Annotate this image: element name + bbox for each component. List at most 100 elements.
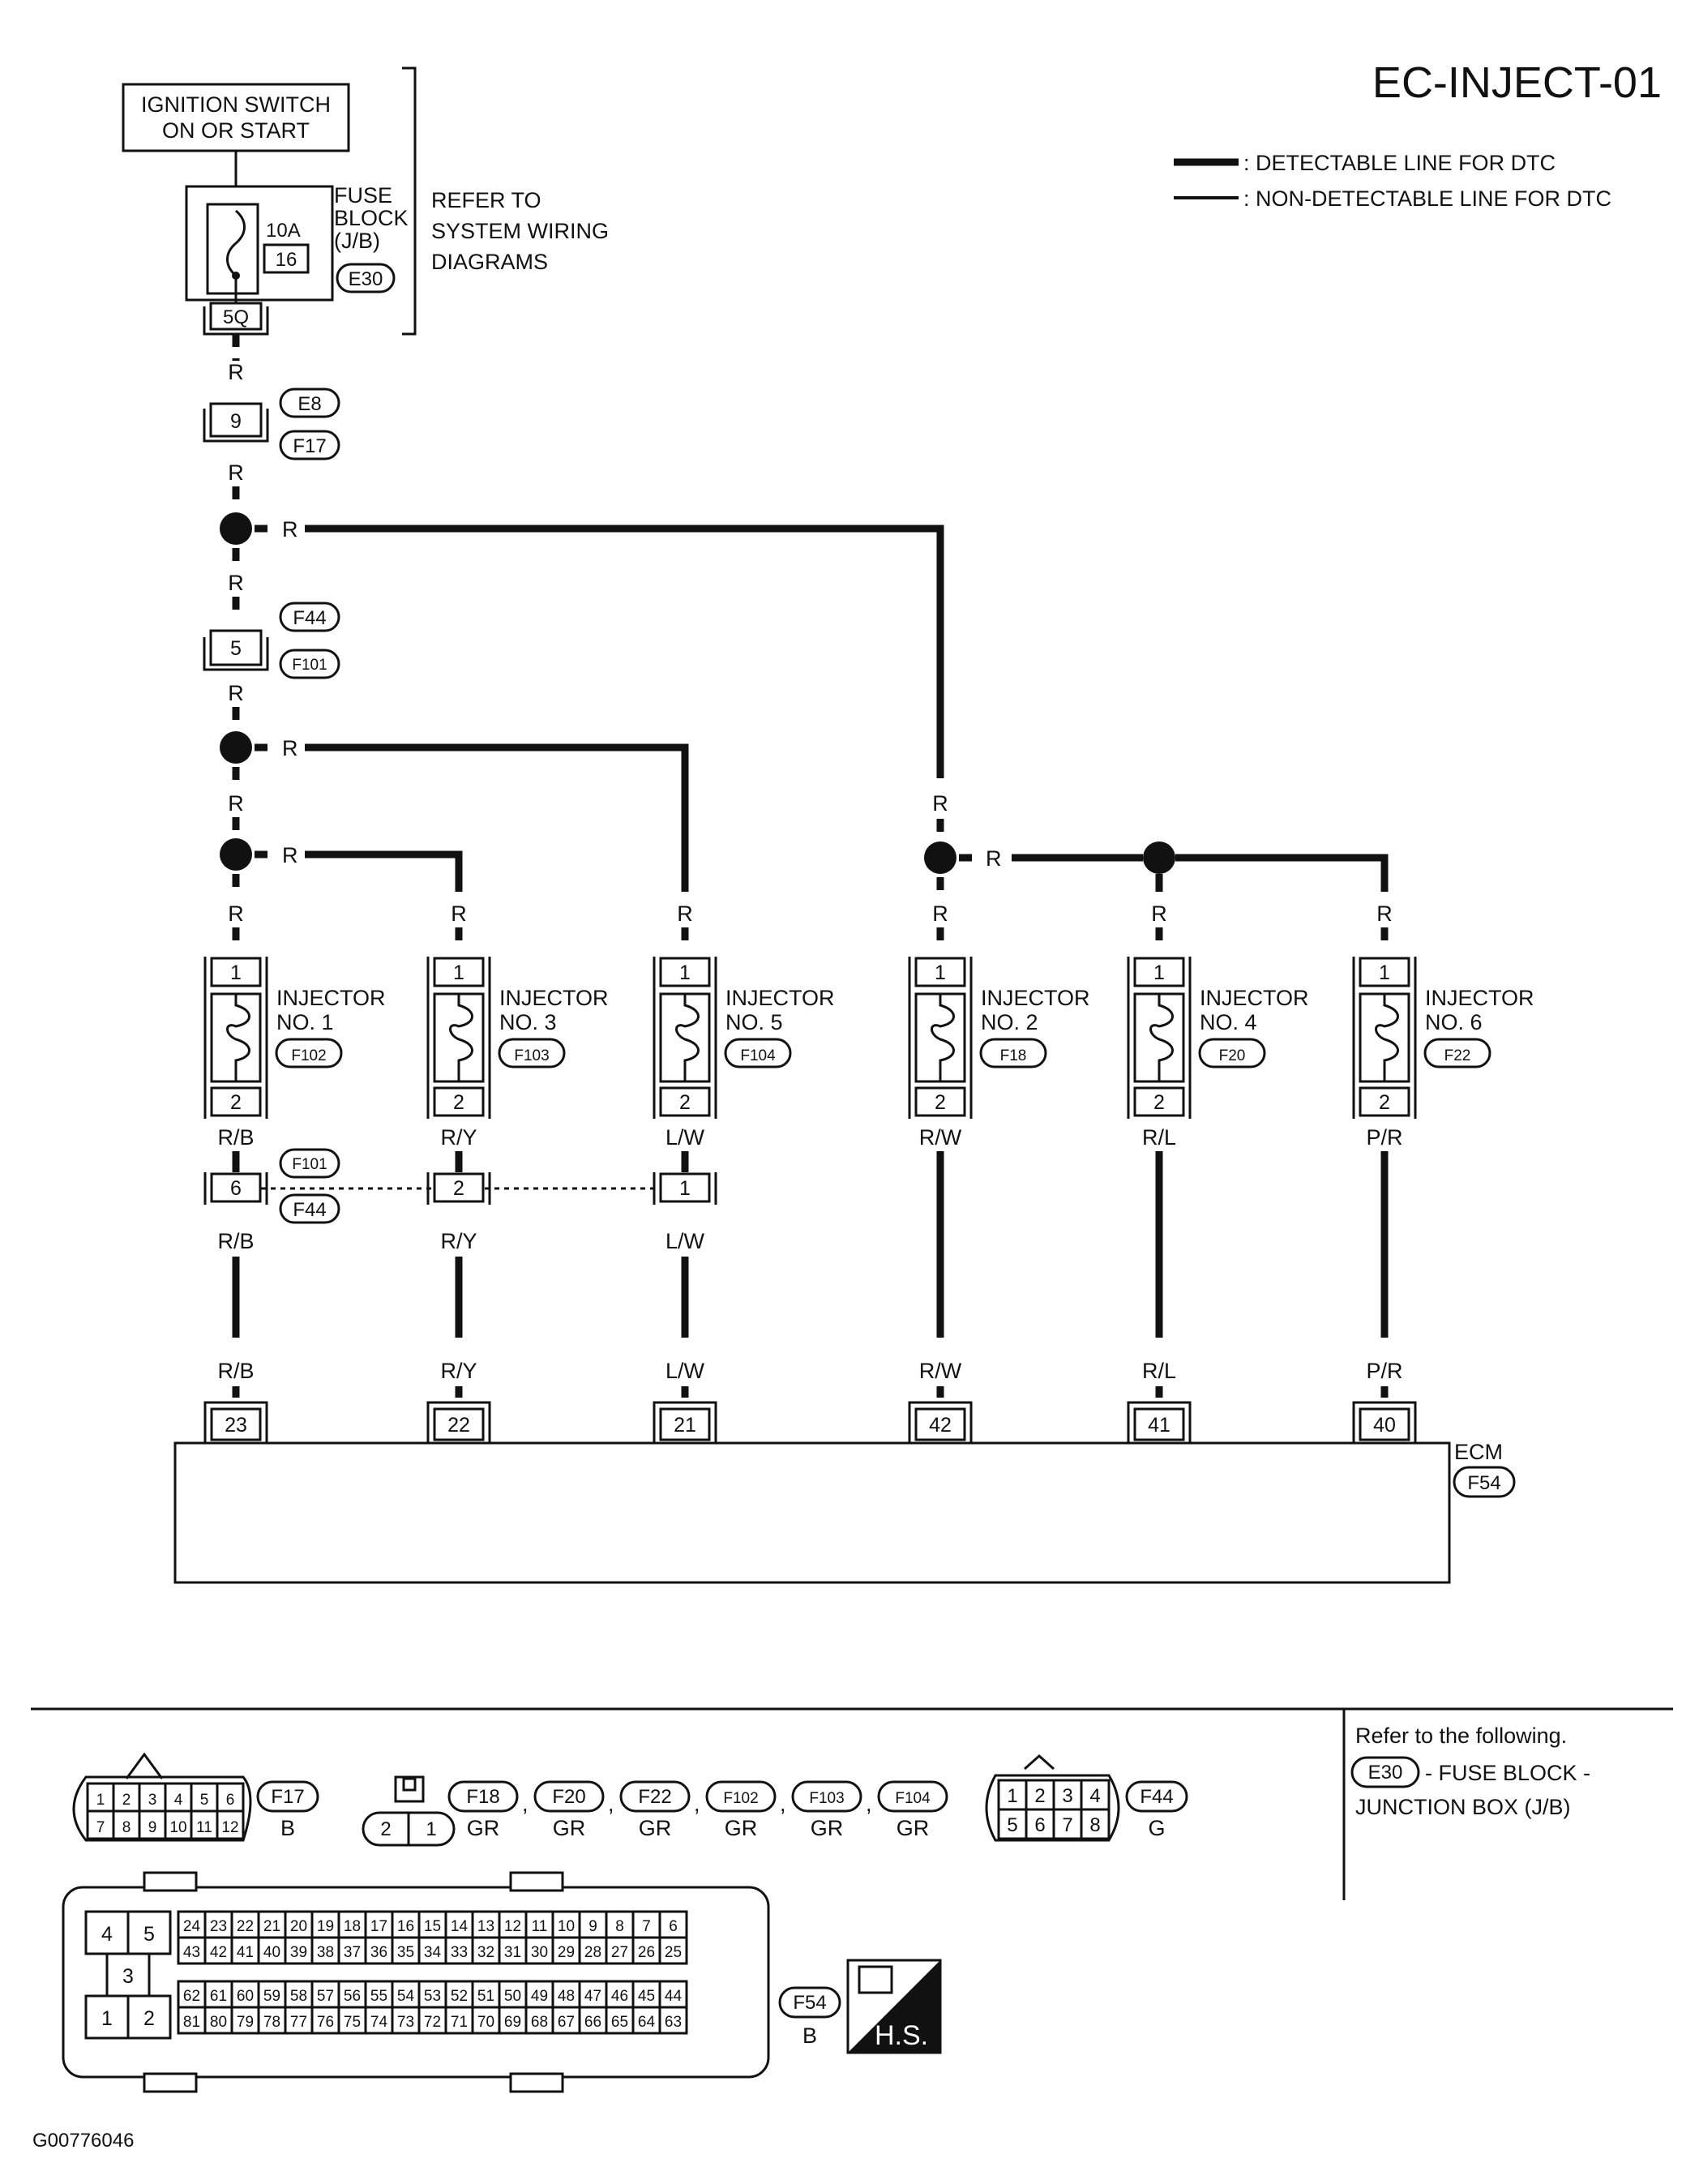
injector-number: NO. 3 [499,1010,557,1034]
f54-pin: 42 [210,1944,227,1961]
f54-pin: 37 [344,1944,361,1961]
f54-pin: 36 [370,1944,387,1961]
list-separator: , [694,1792,700,1816]
f44-color: G [1148,1816,1165,1840]
f54-pin: 64 [638,2014,656,2031]
fuse-amp: 10A [266,220,301,242]
injector-wire-top: R [1151,901,1167,926]
diagram-code: G00776046 [32,2130,134,2152]
ecm-pin: 21 [674,1414,696,1437]
injector-wire-out: R/L [1142,1125,1176,1150]
f54-pin: 6 [669,1918,678,1935]
page-title: EC-INJECT-01 [1372,58,1662,107]
f54-pin: 33 [451,1944,468,1961]
injector-pin1: 1 [230,961,242,984]
two-pin-connector-name: F102 [723,1790,758,1807]
f54-pin: 31 [504,1944,521,1961]
list-separator: , [608,1792,614,1816]
f17-pin: 12 [221,1819,238,1836]
f54-pin: 66 [584,2014,601,2031]
refer-text2: JUNCTION BOX (J/B) [1355,1795,1571,1819]
f54-pin: 67 [558,2014,575,2031]
ignition-switch-box [122,83,350,152]
ecm-label: ECM [1454,1440,1503,1464]
injector-name: INJECTOR [276,986,386,1010]
f54-name: F54 [793,1992,826,2014]
f44-pin: 4 [1089,1785,1100,1807]
two-pin-connector-name: F103 [809,1790,844,1807]
f44-name: F44 [1140,1786,1173,1808]
f54-pin: 81 [183,2014,200,2031]
injector-wire-out: L/W [665,1125,705,1150]
ecm-pin: 40 [1373,1414,1396,1437]
f54-pin: 45 [638,1988,655,2005]
f54-pin: 74 [370,2014,388,2031]
f17-name: F17 [271,1786,304,1808]
list-separator: , [780,1792,786,1816]
f54-pin: 28 [584,1944,601,1961]
f54-pin: 16 [397,1918,414,1935]
f54-pin: 11 [532,1918,548,1935]
f17-pin: 7 [96,1819,105,1836]
injector-number: NO. 5 [725,1010,783,1034]
two-pin-pin-b: 1 [426,1818,436,1840]
injector-wire-top: R [677,901,693,926]
injector-pin2: 2 [1379,1091,1390,1114]
fuse-number: 16 [276,249,297,271]
ecm-pin: 23 [225,1414,247,1437]
injector-pin1: 1 [453,961,464,984]
f54-pin: 56 [344,1988,361,2005]
two-pin-connector-name: F104 [895,1790,931,1807]
f54-pin: 52 [451,1988,468,2005]
ecm-box [173,1441,1451,1584]
ignition-switch-line1: IGNITION SWITCH [141,92,331,117]
two-pin-connector-color: GR [897,1816,930,1840]
trunk-wire-label: R [228,681,244,705]
splice-1 [220,512,252,545]
ignition-switch-line2: ON OR START [162,118,310,143]
f17-pin: 9 [148,1819,157,1836]
ecm-connector: F54 [1467,1472,1500,1494]
trunk-wire-label: R [228,571,244,595]
f17-pin: 10 [169,1819,186,1836]
injector-pin1: 1 [1379,961,1390,984]
f54-pin: 10 [558,1918,575,1935]
ecm-wire: L/W [665,1359,705,1383]
ecm-wire: R/W [919,1359,962,1383]
f54-pin: 9 [588,1918,597,1935]
fuse-block-connector: E30 [349,268,383,290]
ecm-pin: 41 [1148,1414,1170,1437]
injector-pin2: 2 [1153,1091,1165,1114]
f17-color: B [280,1816,295,1840]
two-pin-connector-name: F18 [466,1786,499,1808]
fuse-block-label1: FUSE [334,183,392,208]
injector-wire-top: R [228,901,244,926]
injector-wire-mid: L/W [665,1229,705,1253]
f54-pin: 73 [397,2014,414,2031]
f44-pin: 5 [1007,1814,1017,1836]
two-pin-connector-color: GR [467,1816,500,1840]
injector-name: INJECTOR [725,986,835,1010]
ecm-wire: R/B [217,1359,254,1383]
fuse-block-terminal: 5Q [223,306,249,328]
trunk-conn-a-bottom: F17 [293,435,326,457]
f17-pin: 4 [174,1792,183,1809]
f54-pin: 41 [237,1944,254,1961]
refer-text1: - FUSE BLOCK - [1425,1761,1590,1785]
refer-connector: E30 [1368,1762,1403,1784]
f54-pin: 13 [477,1918,494,1935]
injector-number: NO. 1 [276,1010,334,1034]
f54-pin: 50 [504,1988,521,2005]
f17-pin: 5 [200,1792,209,1809]
splice-4 [924,841,956,874]
f44-pin: 1 [1007,1785,1017,1807]
mid-connector-pin: 1 [679,1177,691,1200]
injector-name: INJECTOR [981,986,1090,1010]
injector-wire-top: R [1376,901,1393,926]
